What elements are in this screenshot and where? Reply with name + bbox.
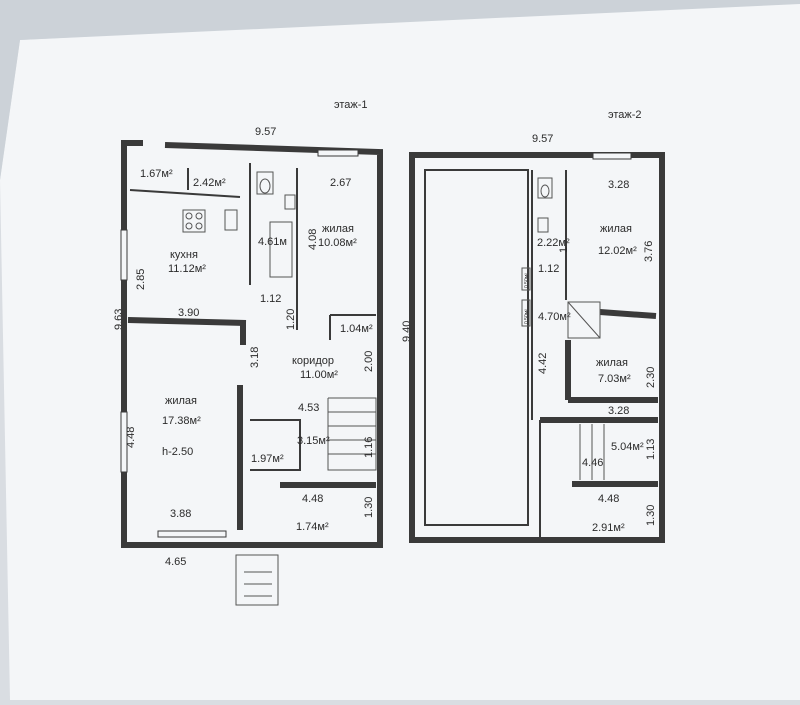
floor-1-bottom-width: 4.65 — [165, 556, 186, 568]
washbasin-icon — [284, 194, 296, 210]
dim-4-48-vertical: 4.48 — [125, 427, 137, 448]
floor-1-title: этаж-1 — [334, 99, 368, 111]
dim-3-88: 3.88 — [170, 508, 191, 520]
window-left — [120, 229, 128, 281]
living-a-name: жилая — [600, 223, 632, 235]
living-top-area: 10.08м² — [318, 237, 357, 249]
floor-2-title: этаж-2 — [608, 109, 642, 121]
dim-2-85: 2.85 — [135, 269, 147, 290]
living-b-name: жилая — [596, 357, 628, 369]
dim-3-76: 3.76 — [643, 241, 655, 262]
wall-kitchen-top — [129, 189, 241, 198]
washbasin-icon — [537, 217, 549, 233]
burner-icon — [185, 222, 193, 230]
room-area-1-97: 1.97м² — [251, 453, 284, 465]
floor-1-top-width: 9.57 — [255, 126, 276, 138]
kitchen-area: 11.12м² — [168, 263, 206, 275]
dim-1-16: 1.16 — [363, 437, 375, 458]
floor-1-exterior-wall-right — [164, 142, 383, 548]
dim-1-12-f2: 1.12 — [538, 263, 559, 275]
porch-area: 1.74м² — [296, 521, 329, 533]
floor-2-exterior-wall — [409, 152, 665, 543]
living-a-area: 12.02м² — [598, 245, 637, 257]
bathroom-area: 4.61м — [258, 236, 287, 248]
closet-area: 1.04м² — [340, 323, 373, 335]
hall-area: 4.70м² — [538, 311, 571, 323]
room-area-5-04: 5.04м² — [611, 441, 644, 453]
window-top-2 — [592, 152, 632, 160]
room-area-1-67: 1.67м² — [140, 168, 173, 180]
wall-small-storage — [250, 419, 301, 471]
living-top-name: жилая — [322, 223, 354, 235]
chimney-icon — [567, 301, 601, 339]
chimney-diagonal — [567, 301, 601, 339]
floor-2-open-space — [424, 169, 529, 526]
stove-icon — [182, 209, 206, 233]
dim-1-12: 1.12 — [260, 293, 281, 305]
dim-4-48: 4.48 — [302, 493, 323, 505]
dim-2-67: 2.67 — [330, 177, 351, 189]
living-big-name: жилая — [165, 395, 197, 407]
dim-4-46: 4.46 — [582, 457, 603, 469]
vent-1 — [521, 267, 531, 291]
paper-shadow — [0, 0, 800, 180]
window-top — [317, 149, 359, 157]
floor-1-exterior-wall-left — [121, 140, 248, 548]
vent-2-label: 0.50м² — [524, 309, 530, 324]
dim-1: 1 — [558, 247, 570, 253]
floor-2-top-width: 9.57 — [532, 133, 553, 145]
dim-2-00: 2.00 — [363, 351, 375, 372]
room-area-2-42: 2.42м² — [193, 177, 226, 189]
sink-icon — [224, 209, 238, 231]
bathtub-icon — [269, 221, 293, 278]
dim-1-30: 1.30 — [363, 497, 375, 518]
dim-3-18: 3.18 — [249, 347, 261, 368]
dim-1-30-f2: 1.30 — [645, 505, 657, 526]
dim-3-90: 3.90 — [178, 307, 199, 319]
kitchen-name: кухня — [170, 249, 198, 261]
window-bottom — [157, 530, 227, 538]
toilet-bowl-icon — [540, 184, 550, 198]
window-left-lower — [120, 411, 128, 473]
toilet-icon — [537, 177, 553, 199]
dim-3-28-bottom: 3.28 — [608, 405, 629, 417]
dim-3-28-top: 3.28 — [608, 179, 629, 191]
vent-1-label: 0.50м² — [524, 273, 530, 288]
dim-4-53: 4.53 — [298, 402, 319, 414]
staircase-outline — [327, 397, 377, 471]
floor-1-plan: этаж-1 9.57 9.63 4.65 — [113, 99, 383, 606]
corridor-area: 11.00м² — [300, 369, 338, 381]
dim-2-30: 2.30 — [645, 367, 657, 388]
burner-icon — [195, 222, 203, 230]
wall-kitchen-bottom — [127, 317, 247, 326]
living-big-area: 17.38м² — [162, 415, 201, 427]
dim-1-13: 1.13 — [645, 439, 657, 460]
toilet-bowl-icon — [259, 178, 271, 194]
stair-area: 3.15м² — [297, 435, 330, 447]
room-area-2-22: 2.22м² — [537, 237, 570, 249]
dim-4-08: 4.08 — [307, 229, 319, 250]
vent-2 — [521, 299, 531, 327]
living-b-area: 7.03м² — [598, 373, 631, 385]
balcony-area: 2.91м² — [592, 522, 625, 534]
living-big-height: h-2.50 — [162, 446, 193, 458]
dim-4-48-f2: 4.48 — [598, 493, 619, 505]
wall-room-a-bottom — [599, 309, 657, 319]
corridor-name: коридор — [292, 355, 334, 367]
toilet-icon — [256, 171, 274, 195]
entrance-steps — [235, 554, 279, 606]
floor-2-plan: этаж-2 9.57 9.40 0.50м² 0.50м² 2.22м² жи… — [401, 109, 665, 543]
dim-1-20: 1.20 — [285, 309, 297, 330]
burner-icon — [195, 212, 203, 220]
dim-4-42: 4.42 — [537, 353, 549, 374]
burner-icon — [185, 212, 193, 220]
